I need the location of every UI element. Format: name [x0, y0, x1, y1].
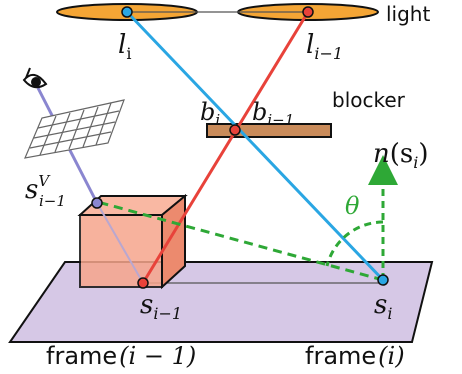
label-frame-cur: frame(i): [305, 342, 405, 370]
label-light: light: [386, 2, 430, 26]
label-theta: θ: [345, 192, 360, 220]
ray-violet-hidden: [96, 202, 144, 284]
point-s-i: [377, 274, 389, 286]
image-plane-grid: [24, 99, 125, 159]
label-b-i: bi: [200, 98, 220, 129]
theta-arc: [325, 220, 384, 267]
ray-red: [141, 11, 310, 284]
point-b: [229, 124, 241, 136]
label-normal: n(si): [373, 139, 429, 172]
label-l-prev: li−1: [306, 30, 343, 63]
ray-blue: [125, 10, 385, 282]
label-l-i: li: [118, 30, 131, 63]
label-s-prev: si−1: [140, 290, 182, 323]
label-s-i: si: [374, 290, 392, 323]
label-frame-prev: frame(i − 1): [46, 342, 196, 370]
label-b-prev: bi−1: [252, 98, 294, 129]
ground-plane: [8, 261, 434, 343]
eye-icon: [22, 67, 48, 89]
point-l-prev: [302, 6, 314, 18]
label-blocker: blocker: [332, 88, 406, 112]
ray-green-dashed: [97, 200, 384, 282]
point-s-prev: [137, 277, 149, 289]
point-l-i: [121, 6, 133, 18]
point-s-v: [91, 197, 103, 209]
